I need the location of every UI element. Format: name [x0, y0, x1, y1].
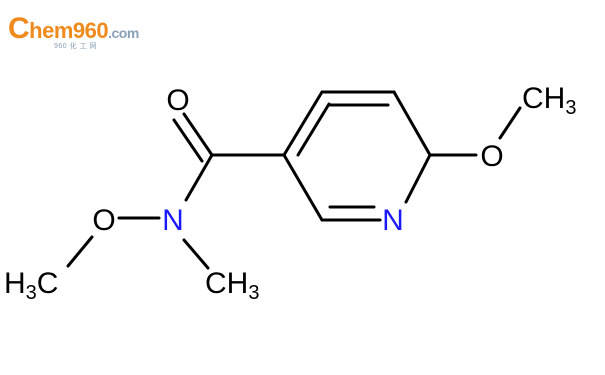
bond-o-ch3-left — [66, 235, 94, 268]
bond-carbonyl-o-b — [172, 118, 204, 163]
logo-wordmark: Chem960.com — [8, 14, 139, 44]
amide-nitrogen-label: N — [162, 204, 184, 237]
ring-nitrogen-label: N — [382, 204, 404, 237]
logo-brand: hem960 — [29, 18, 109, 43]
methyl-right-label: CH3 — [522, 82, 576, 119]
methyl-left-h: H — [4, 267, 26, 300]
chem960-logo: Chem960.com 960 化 工 网 — [8, 14, 158, 54]
logo-tld: .com — [108, 25, 139, 41]
bond-ring-c2-c3 — [282, 153, 324, 222]
bonds — [66, 90, 522, 270]
ether-oxygen-right-label: O — [480, 140, 503, 173]
bond-n-ch3 — [182, 238, 210, 270]
bond-ring-c5-c6 — [392, 90, 432, 157]
methyl-left-sub: 3 — [26, 282, 37, 304]
bond-carbonyl-n — [184, 153, 214, 202]
bond-ring-c6-n1 — [404, 153, 432, 204]
methyl-left-label: H3C — [4, 267, 58, 304]
methyl-left-c: C — [37, 267, 59, 300]
methyl-n-c: CH — [205, 267, 248, 300]
logo-subtitle: 960 化 工 网 — [54, 43, 98, 50]
methyl-n-label: CH3 — [205, 267, 259, 304]
ether-oxygen-left-label: O — [92, 204, 115, 237]
methyl-right-c: CH — [522, 82, 565, 115]
methyl-n-sub: 3 — [248, 282, 259, 304]
carbonyl-oxygen-label: O — [166, 84, 189, 117]
bond-ring-inner-c3-c4 — [296, 102, 331, 157]
bond-o-ch3-right — [498, 106, 522, 140]
bond-ring-c3-c4 — [282, 90, 324, 157]
methyl-right-sub: 3 — [565, 97, 576, 119]
bond-carbonyl-o-a — [182, 112, 214, 157]
logo-initial: C — [8, 12, 30, 45]
